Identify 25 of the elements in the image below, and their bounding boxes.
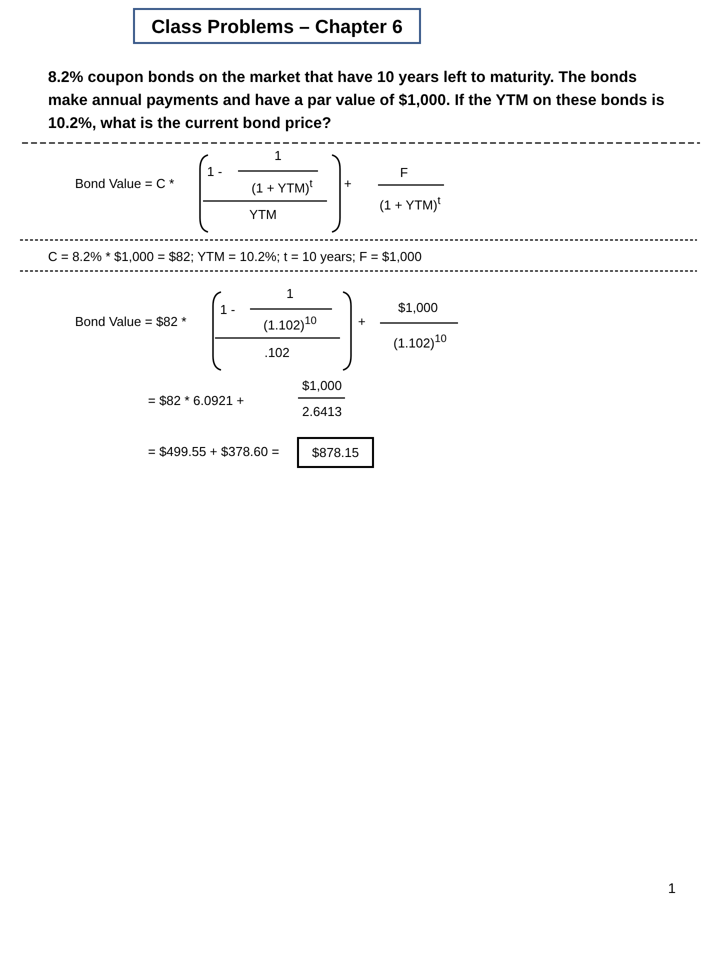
plus-sign: +: [344, 176, 352, 192]
formula-text: 1 -: [220, 302, 236, 318]
formula-text: 1 -: [207, 164, 222, 180]
numerator: 1: [274, 148, 282, 164]
page-number: 1: [668, 880, 676, 896]
denominator: (1.102)$^{10}$: [263, 314, 317, 334]
denominator: (1.102)$^{10}$: [393, 332, 447, 352]
formula-text: Bond Value = C *: [75, 176, 174, 192]
plus-sign: +: [358, 314, 366, 330]
slide-title: Class Problems – Chapter 6: [133, 8, 421, 44]
question-text: 8.2% coupon bonds on the market that have 10 years left to maturity. The bonds make annual payments and have a par value of $1,000. If the YTM on these bonds is 10.2%, what is the current bond price?: [48, 68, 666, 134]
given-values-text: C = 8.2% * $1,000 = $82; YTM = 10.2%; t = 10 years; F = $1,000: [48, 249, 422, 265]
formula-text: Bond Value = $82 *: [75, 314, 186, 330]
numerator: $1,000: [398, 300, 438, 316]
denominator: (1 + YTM)$^{t}$: [380, 194, 440, 214]
numerator: F: [400, 165, 408, 181]
formula-text: = $82 * 6.0921 +: [148, 393, 244, 409]
denominator: 2.6413: [302, 404, 342, 420]
formula-text: = $499.55 + $378.60 =: [148, 444, 280, 460]
denominator: (1 + YTM)$^{t}$: [252, 177, 312, 196]
denominator: .102: [264, 345, 290, 361]
numerator: 1: [286, 286, 294, 302]
denominator: YTM: [249, 207, 277, 223]
answer-box: $878.15: [297, 437, 374, 468]
numerator: $1,000: [302, 378, 342, 394]
